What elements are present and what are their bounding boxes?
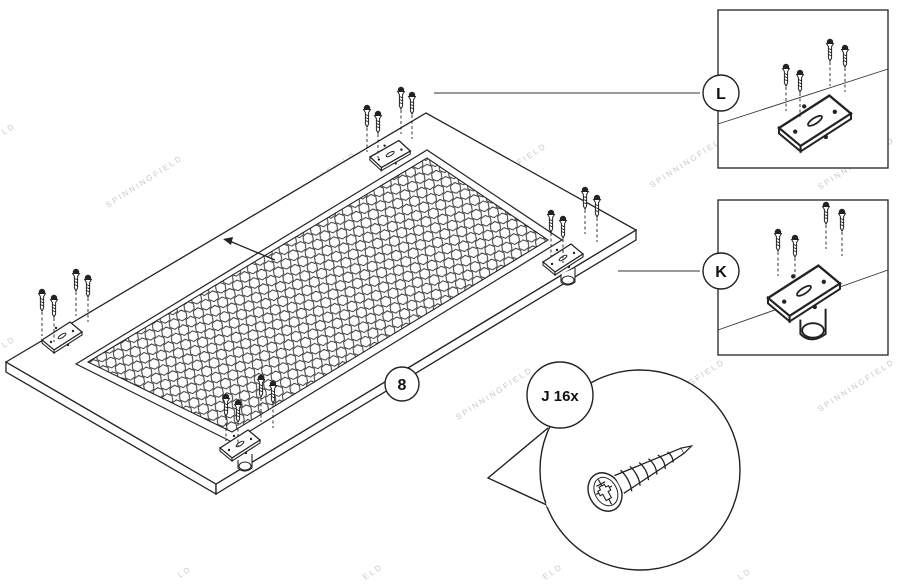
watermark: SPINNINGFIELD — [454, 365, 534, 422]
callout-part-8: 8 — [384, 366, 420, 402]
callout-k-text: K — [715, 264, 727, 281]
callout-8-text: 8 — [398, 377, 407, 394]
svg-text:SPINNINGFIELD: SPINNINGFIELD — [454, 365, 534, 422]
detail-box-k — [717, 199, 889, 356]
panel-8 — [4, 112, 638, 496]
svg-text:SPINNINGFIELD: SPINNINGFIELD — [816, 357, 896, 414]
svg-text:SPINNINGFIELD: SPINNINGFIELD — [104, 153, 184, 210]
watermark-fragment: ELD — [541, 562, 564, 582]
svg-text:SPINNINGFIELD: SPINNINGFIELD — [648, 133, 728, 190]
watermark: SPINNINGFIELD — [648, 133, 728, 190]
callout-l-text: L — [716, 86, 726, 103]
svg-text:ELD: ELD — [541, 562, 564, 582]
watermark-fragment: LD — [736, 566, 753, 582]
watermark-fragment: LD — [0, 121, 17, 137]
screw-j-callout: J 16x — [486, 361, 741, 571]
svg-text:ELD: ELD — [361, 562, 384, 582]
svg-text:LD: LD — [176, 564, 193, 580]
screw-j-icon — [587, 445, 694, 512]
watermark-fragment: LD — [176, 564, 193, 580]
callout-l: L — [702, 74, 740, 112]
svg-text:LD: LD — [736, 566, 753, 582]
svg-text:LD: LD — [0, 121, 17, 137]
watermark-fragment: LD — [0, 334, 17, 350]
svg-text:LD: LD — [0, 334, 17, 350]
watermark: SPINNINGFIELD — [816, 357, 896, 414]
screw-qty-label: J 16x — [541, 388, 579, 405]
callout-k: K — [702, 252, 740, 290]
watermark: SPINNINGFIELD — [104, 153, 184, 210]
direction-arrow — [223, 237, 276, 261]
detail-box-l — [717, 9, 889, 169]
watermark-fragment: ELD — [361, 562, 384, 582]
